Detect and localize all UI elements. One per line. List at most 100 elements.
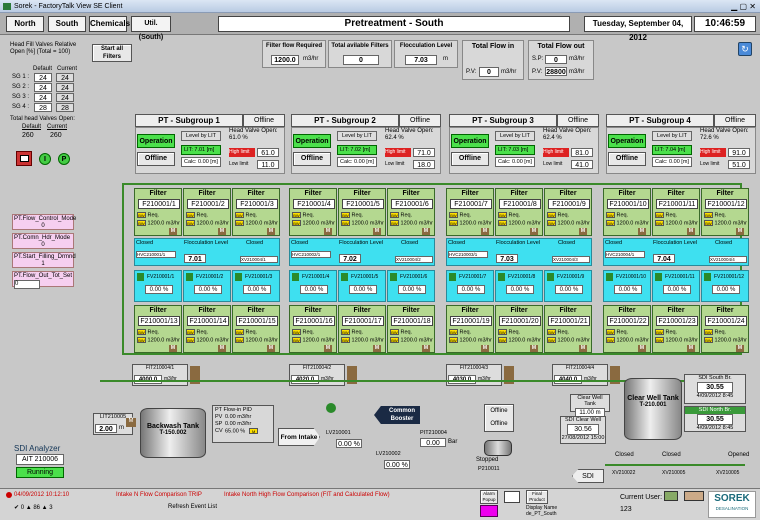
indicator-i-icon[interactable]: I (39, 153, 51, 165)
operation-button[interactable]: Operation (293, 134, 331, 148)
sg-default-value[interactable]: 24 (34, 93, 52, 102)
offline-button[interactable]: Offline (293, 152, 331, 166)
low-limit-value[interactable]: 18.0 (413, 160, 435, 169)
filter-card[interactable]: Filter F210001/6 BW Req. BW 1200.0 m3/hr… (387, 188, 435, 236)
level-by-lit-button[interactable]: Level by LIT (337, 131, 377, 141)
filter-card[interactable]: Filter F210001/11 BW Req. BW 1200.0 m3/h… (652, 188, 700, 236)
fit-valve-icon[interactable] (610, 366, 620, 384)
fit-valve-icon[interactable] (347, 366, 357, 384)
filter-card[interactable]: Filter F210001/19 BW Req. BW 1200.0 m3/h… (446, 305, 494, 353)
xv-closed-label: Closed (715, 240, 733, 246)
fv-box[interactable]: FV210001/5 0.00 % (338, 270, 386, 302)
indicator-p-icon[interactable]: P (58, 153, 70, 165)
level-by-lit-button[interactable]: Level by LIT (495, 131, 535, 141)
level-by-lit-button[interactable]: Level by LIT (181, 131, 221, 141)
fv-box[interactable]: FV210001/10 0.00 % (603, 270, 651, 302)
final-product-button[interactable]: Final Product (526, 490, 548, 504)
filter-card[interactable]: Filter F210001/2 BW Req. BW 1200.0 m3/hr… (183, 188, 231, 236)
nav-util-button[interactable]: Util. (South) (131, 16, 171, 41)
high-limit-value[interactable]: 61.0 (257, 148, 279, 157)
fv-box[interactable]: FV210001/4 0.00 % (289, 270, 337, 302)
high-limit-label: High limit (385, 148, 411, 157)
filter-card[interactable]: Filter F210001/4 BW Req. BW 1200.0 m3/hr… (289, 188, 337, 236)
login-icon[interactable] (664, 491, 678, 501)
refresh-icon[interactable]: ↻ (738, 42, 752, 56)
low-limit-value[interactable]: 11.0 (257, 160, 279, 169)
fit-valve-icon[interactable] (504, 366, 514, 384)
fv-box[interactable]: FV210001/9 0.00 % (544, 270, 592, 302)
filter-card[interactable]: Filter F210001/18 BW Req. BW 1200.0 m3/h… (387, 305, 435, 353)
filter-card[interactable]: Filter F210001/13 BW Req. BW 1200.0 m3/h… (134, 305, 182, 353)
main-pipe-right (740, 183, 742, 355)
filter-card[interactable]: Filter F210001/5 BW Req. BW 1200.0 m3/hr… (338, 188, 386, 236)
filter-card[interactable]: Filter F210001/22 BW Req. BW 1200.0 m3/h… (603, 305, 651, 353)
high-limit-value[interactable]: 81.0 (571, 148, 593, 157)
start-all-filters-button[interactable]: Start all Filters (92, 44, 132, 62)
low-limit-value[interactable]: 41.0 (571, 160, 593, 169)
offline-button[interactable]: Offline (451, 152, 489, 166)
operation-button[interactable]: Operation (137, 134, 175, 148)
alarm-name[interactable]: Intake N Flow Comparison TRIP (116, 492, 202, 498)
low-limit-value[interactable]: 51.0 (728, 160, 750, 169)
sg-default-value[interactable]: 28 (34, 103, 52, 112)
fv-box[interactable]: FV210001/11 0.00 % (652, 270, 700, 302)
fv-box[interactable]: FV210001/8 0.00 % (495, 270, 543, 302)
high-limit-value[interactable]: 71.0 (413, 148, 435, 157)
fv-box[interactable]: FV210001/2 0.00 % (183, 270, 231, 302)
calc-value: Calc: 0.00 [m] (652, 157, 692, 167)
sg-default-value[interactable]: 24 (34, 83, 52, 92)
sdi-button[interactable]: SDI (572, 469, 604, 483)
filter-card[interactable]: Filter F210001/15 BW Req. BW 1200.0 m3/h… (232, 305, 280, 353)
filter-card[interactable]: Filter F210001/24 BW Req. BW 1200.0 m3/h… (701, 305, 749, 353)
calc-value: Calc: 0.00 [m] (337, 157, 377, 167)
current-label: Current (57, 66, 78, 72)
filter-card[interactable]: Filter F210001/20 BW Req. BW 1200.0 m3/h… (495, 305, 543, 353)
filter-card[interactable]: Filter F210001/23 BW Req. BW 1200.0 m3/h… (652, 305, 700, 353)
filter-card[interactable]: Filter F210001/14 BW Req. BW 1200.0 m3/h… (183, 305, 231, 353)
sg-default-value[interactable]: 24 (34, 73, 52, 82)
offline-button[interactable]: Offline (137, 152, 175, 166)
nav-north-button[interactable]: North (6, 16, 44, 32)
offline-button[interactable]: Offline (608, 152, 646, 166)
nav-chemicals-button[interactable]: Chemicals (89, 16, 130, 32)
pump-icon[interactable] (484, 440, 512, 456)
head-valve-open: Head Valve Open: 61.0 % (229, 128, 278, 141)
filter-card[interactable]: Filter F210001/16 BW Req. BW 1200.0 m3/h… (289, 305, 337, 353)
window-controls[interactable]: ▁ ▢ ✕ (731, 2, 756, 11)
filter-card[interactable]: Filter F210001/3 BW Req. BW 1200.0 m3/hr… (232, 188, 280, 236)
fv-box[interactable]: FV210001/7 0.00 % (446, 270, 494, 302)
alarm-popup-button[interactable]: Alarm Popup (480, 490, 498, 504)
high-limit-value[interactable]: 91.0 (728, 148, 750, 157)
fv-box[interactable]: FV210001/3 0.00 % (232, 270, 280, 302)
operation-button[interactable]: Operation (451, 134, 489, 148)
filter-card[interactable]: Filter F210001/7 BW Req. BW 1200.0 m3/hr… (446, 188, 494, 236)
fv-box[interactable]: FV210001/12 0.00 % (701, 270, 749, 302)
alarm-icon[interactable] (16, 151, 32, 166)
filter-card[interactable]: Filter F210001/17 BW Req. BW 1200.0 m3/h… (338, 305, 386, 353)
fit-valve-icon[interactable] (190, 366, 200, 384)
valve-m-icon[interactable]: M (126, 418, 136, 427)
head-valve-open: Head Valve Open: 62.4 % (385, 128, 434, 141)
filter-card[interactable]: Filter F210001/9 BW Req. BW 1200.0 m3/hr… (544, 188, 592, 236)
refresh-event-list[interactable]: Refresh Event List (168, 504, 218, 510)
filter-card[interactable]: Filter F210001/10 BW Req. BW 1200.0 m3/h… (603, 188, 651, 236)
filter-card[interactable]: Filter F210001/12 BW Req. BW 1200.0 m3/h… (701, 188, 749, 236)
filter-card[interactable]: Filter F210001/21 BW Req. BW 1200.0 m3/h… (544, 305, 592, 353)
nav-south-button[interactable]: South (48, 16, 86, 32)
filter-card[interactable]: Filter F210001/8 BW Req. BW 1200.0 m3/hr… (495, 188, 543, 236)
alarm-popup-indicator[interactable] (480, 505, 498, 517)
fv-box[interactable]: FV210001/6 0.00 % (387, 270, 435, 302)
fv-box[interactable]: FV210001/1 0.00 % (134, 270, 182, 302)
level-by-lit-button[interactable]: Level by LIT (652, 131, 692, 141)
print-icon[interactable] (504, 491, 520, 503)
filter-card[interactable]: Filter F210001/1 BW Req. BW 1200.0 m3/hr… (134, 188, 182, 236)
logout-icon[interactable] (684, 491, 704, 501)
operation-button[interactable]: Operation (608, 134, 646, 148)
lv-valve-icon[interactable] (326, 403, 336, 413)
